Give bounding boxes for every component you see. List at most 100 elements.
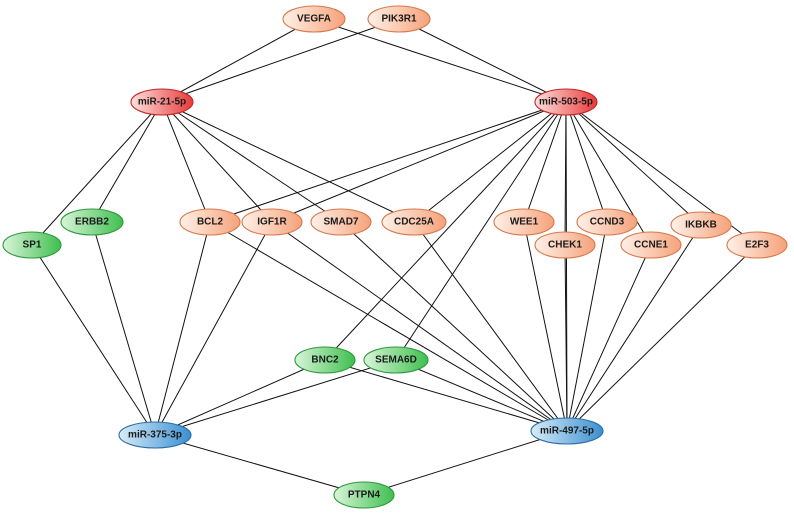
- node-mir-21-5p[interactable]: miR-21-5p: [130, 88, 194, 116]
- node-mir-503-5p[interactable]: miR-503-5p: [534, 88, 598, 116]
- node-vegfa[interactable]: VEGFA: [282, 5, 346, 33]
- edge-miR-503-5p-WEE1: [523, 101, 567, 223]
- node-label: E2F3: [745, 240, 769, 251]
- node-ellipse: [179, 208, 241, 236]
- node-label: CCND3: [590, 217, 625, 228]
- node-ellipse: [130, 88, 194, 116]
- node-pik3r1[interactable]: PIK3R1: [367, 5, 431, 33]
- edge-SEMA6D-miR-375-3p: [154, 359, 397, 436]
- edge-miR-21-5p-SP1: [31, 101, 163, 246]
- edge-miR-503-5p-CCND3: [565, 101, 608, 223]
- node-label: CDC25A: [394, 217, 434, 228]
- edge-E2F3-miR-497-5p: [566, 244, 758, 432]
- node-erbb2[interactable]: ERBB2: [60, 208, 124, 236]
- edge-miR-21-5p-BCL2: [161, 101, 211, 223]
- edge-VEGFA-miR-21-5p: [161, 18, 315, 103]
- node-ptpn4[interactable]: PTPN4: [333, 481, 395, 509]
- node-label: WEE1: [510, 217, 539, 228]
- edge-miR-503-5p-SEMA6D: [395, 101, 567, 361]
- node-igf1r[interactable]: IGF1R: [241, 208, 303, 236]
- edge-SEMA6D-miR-497-5p: [395, 359, 568, 432]
- node-label: SEMA6D: [375, 355, 417, 366]
- edge-CCNE1-miR-497-5p: [566, 244, 652, 432]
- edge-BCL2-miR-497-5p: [209, 221, 568, 432]
- node-label: VEGFA: [297, 14, 331, 25]
- node-wee1[interactable]: WEE1: [493, 208, 555, 236]
- node-mir-375-3p[interactable]: miR-375-3p: [118, 421, 192, 449]
- edge-CDC25A-miR-497-5p: [413, 221, 568, 432]
- edge-miR-503-5p-BNC2: [324, 101, 567, 361]
- edge-SMAD7-miR-497-5p: [340, 221, 568, 432]
- node-ellipse: [670, 211, 732, 239]
- node-chek1[interactable]: CHEK1: [534, 231, 596, 259]
- node-bcl2[interactable]: BCL2: [179, 208, 241, 236]
- node-label: IGF1R: [257, 217, 287, 228]
- edge-PIK3R1-miR-21-5p: [161, 18, 400, 103]
- node-cdc25a[interactable]: CDC25A: [381, 208, 447, 236]
- node-label: miR-375-3p: [128, 430, 182, 441]
- edge-CCND3-miR-497-5p: [566, 221, 608, 432]
- node-ellipse: [534, 88, 598, 116]
- node-label: ERBB2: [75, 217, 109, 228]
- node-ellipse: [294, 346, 356, 374]
- edge-miR-503-5p-CDC25A: [413, 101, 567, 223]
- node-label: SP1: [23, 240, 42, 251]
- edge-miR-21-5p-CDC25A: [161, 101, 415, 223]
- edge-IGF1R-miR-497-5p: [271, 221, 568, 432]
- edge-layer: [31, 18, 758, 496]
- edge-WEE1-miR-497-5p: [523, 221, 568, 432]
- node-label: CCNE1: [634, 240, 668, 251]
- node-ellipse: [381, 208, 447, 236]
- edge-miR-375-3p-PTPN4: [154, 434, 365, 496]
- node-mir-497-5p[interactable]: miR-497-5p: [530, 417, 604, 445]
- node-ellipse: [118, 421, 192, 449]
- node-ellipse: [60, 208, 124, 236]
- node-label: IKBKB: [685, 220, 717, 231]
- node-bnc2[interactable]: BNC2: [294, 346, 356, 374]
- node-ellipse: [367, 5, 431, 33]
- node-ellipse: [241, 208, 303, 236]
- node-label: SMAD7: [323, 217, 358, 228]
- node-label: BCL2: [197, 217, 224, 228]
- node-ccnd3[interactable]: CCND3: [576, 208, 638, 236]
- node-sema6d[interactable]: SEMA6D: [363, 346, 429, 374]
- edge-IGF1R-miR-375-3p: [154, 221, 273, 436]
- node-ikbkb[interactable]: IKBKB: [670, 211, 732, 239]
- node-label: PIK3R1: [381, 14, 416, 25]
- node-label: miR-21-5p: [138, 97, 186, 108]
- node-label: miR-497-5p: [540, 426, 594, 437]
- edge-miR-21-5p-SMAD7: [161, 101, 342, 223]
- edge-BNC2-miR-497-5p: [324, 359, 568, 432]
- edge-miR-21-5p-IGF1R: [161, 101, 273, 223]
- node-ellipse: [333, 481, 395, 509]
- edge-PIK3R1-miR-503-5p: [398, 18, 567, 103]
- node-ccne1[interactable]: CCNE1: [620, 231, 682, 259]
- node-ellipse: [530, 417, 604, 445]
- edge-miR-21-5p-ERBB2: [91, 101, 163, 223]
- node-sp1[interactable]: SP1: [2, 231, 62, 259]
- node-ellipse: [534, 231, 596, 259]
- edge-miR-503-5p-IGF1R: [271, 101, 567, 223]
- node-ellipse: [576, 208, 638, 236]
- node-label: miR-503-5p: [539, 97, 593, 108]
- edge-IKBKB-miR-497-5p: [566, 224, 702, 432]
- edge-miR-503-5p-IKBKB: [565, 101, 702, 226]
- edge-miR-503-5p-BCL2: [209, 101, 567, 223]
- edge-SP1-miR-375-3p: [31, 244, 156, 436]
- edge-BNC2-miR-375-3p: [154, 359, 326, 436]
- node-ellipse: [2, 231, 62, 259]
- edge-ERBB2-miR-375-3p: [91, 221, 156, 436]
- node-ellipse: [493, 208, 555, 236]
- node-smad7[interactable]: SMAD7: [310, 208, 372, 236]
- node-label: CHEK1: [548, 240, 582, 251]
- edge-CHEK1-miR-497-5p: [564, 244, 568, 432]
- node-ellipse: [282, 5, 346, 33]
- node-e2f3[interactable]: E2F3: [726, 231, 788, 259]
- edge-VEGFA-miR-503-5p: [313, 18, 567, 103]
- node-ellipse: [620, 231, 682, 259]
- node-label: BNC2: [311, 355, 339, 366]
- node-ellipse: [363, 346, 429, 374]
- node-ellipse: [310, 208, 372, 236]
- edge-miR-497-5p-PTPN4: [363, 430, 568, 496]
